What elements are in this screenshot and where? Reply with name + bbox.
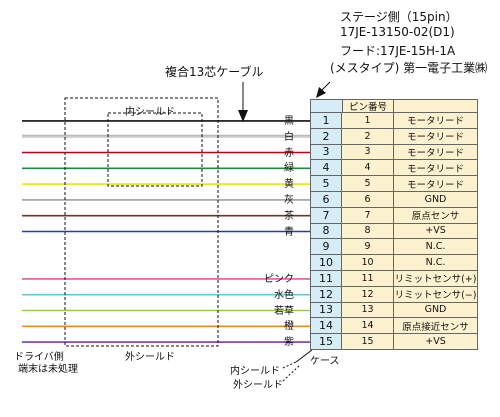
outer-shield-label: 外シールド [125,352,175,363]
wire-color-label: 黒 [284,116,294,127]
signal-name-cell: モータリード [394,144,478,161]
connector-pin-cell: 5 [342,176,394,192]
cable-pin-cell: 13 [310,302,342,319]
wire-color-label: 橙 [284,321,294,333]
wire-color-label: 白 [284,131,294,143]
driver-side-label: ドライバ側 [14,352,64,363]
wire-color-label: 紫 [284,337,294,349]
connector-pin-cell: 3 [342,144,394,161]
connector-pin-cell: 2 [342,128,394,145]
inner-shield-leader [282,361,297,369]
wire-color-label: 赤 [284,147,294,159]
cable-pin-cell: 9 [310,239,342,256]
bottom-inner-shield-label: 内シールド [230,366,280,377]
signal-name-cell: リミットセンサ(+) [394,271,478,287]
cable-pin-cell: 5 [310,176,342,192]
signal-name-cell: モータリード [394,176,478,192]
wire-color-label: 茶 [284,210,294,222]
connector-pin-cell: 1 [342,113,394,129]
connector-pin-cell: 4 [342,160,394,177]
connector-pin-cell: 12 [342,286,394,303]
signal-name-cell: モータリード [394,160,478,177]
cable-pin-cell: 10 [310,255,342,271]
signal-name-cell: GND [394,192,478,208]
cable-pin-cell: 8 [310,223,342,240]
connector-pin-cell: 13 [342,302,394,319]
hood-part-number: フード:17JE-15H-1A [340,44,456,58]
signal-name-cell: モータリード [394,128,478,145]
connector-pin-cell: 9 [342,239,394,256]
cable-pin-cell: 6 [310,192,342,208]
inner-shield-label: 内シールド [125,107,175,118]
signal-name-cell: 原点センサ [394,207,478,224]
pin-number-header: ピン番号 [342,99,394,113]
cable-pin-cell: 15 [310,334,342,350]
cable-pin-cell: 11 [310,271,342,287]
case-label: ケース [310,356,340,367]
case-leader [295,349,313,363]
connector-pin-cell: 10 [342,255,394,271]
signal-name-cell: リミットセンサ(−) [394,286,478,303]
connector-pin-cell: 6 [342,192,394,208]
outer-shield-leader [282,364,301,382]
connector-pin-cell: 7 [342,207,394,224]
driver-end-note: 端末は未処理 [18,364,78,375]
wire-color-label: 緑 [284,163,294,175]
signal-name-cell: N.C. [394,239,478,256]
signal-header-cell [394,99,478,113]
signal-name-cell: モータリード [394,113,478,129]
connector-pin-cell: 8 [342,223,394,240]
cable-pin-cell: 2 [310,128,342,145]
cable-arrow-head [238,110,248,122]
cable-pin-cell: 12 [310,286,342,303]
connector-arrow-head [316,87,326,98]
connector-part-number: 17JE-13150-02(D1) [340,25,455,39]
connector-pin-cell: 14 [342,318,394,335]
left-header-cell [310,99,342,113]
cable-pin-cell: 1 [310,113,342,129]
cable-label: 複合13芯ケーブル [165,65,264,79]
cable-pin-cell: 3 [310,144,342,161]
wire-color-label: 若草 [274,305,294,317]
signal-name-cell: GND [394,302,478,319]
wire-color-label: 水色 [274,289,294,301]
cable-pin-cell: 14 [310,318,342,335]
wire-color-label: 灰 [284,195,294,206]
bottom-outer-shield-label: 外シールド [233,380,283,391]
connector-title: ステージ側（15pin） [340,10,458,24]
connector-pin-cell: 11 [342,271,394,287]
signal-name-cell: +VS [394,223,478,240]
signal-name-cell: +VS [394,334,478,350]
connector-maker: (メスタイプ) 第一電子工業㈱ [330,61,488,75]
signal-name-cell: 原点接近センサ [394,318,478,335]
wire-color-label: 青 [284,226,294,238]
signal-name-cell: N.C. [394,255,478,271]
cable-pin-cell: 7 [310,207,342,224]
wire-color-label: ピンク [264,274,294,285]
cable-pin-cell: 4 [310,160,342,177]
inner-shield-box [107,112,203,187]
outer-shield-box [64,97,219,347]
wire-color-label: 黄 [284,179,294,191]
connector-pin-cell: 15 [342,334,394,350]
wire-group [22,120,310,343]
